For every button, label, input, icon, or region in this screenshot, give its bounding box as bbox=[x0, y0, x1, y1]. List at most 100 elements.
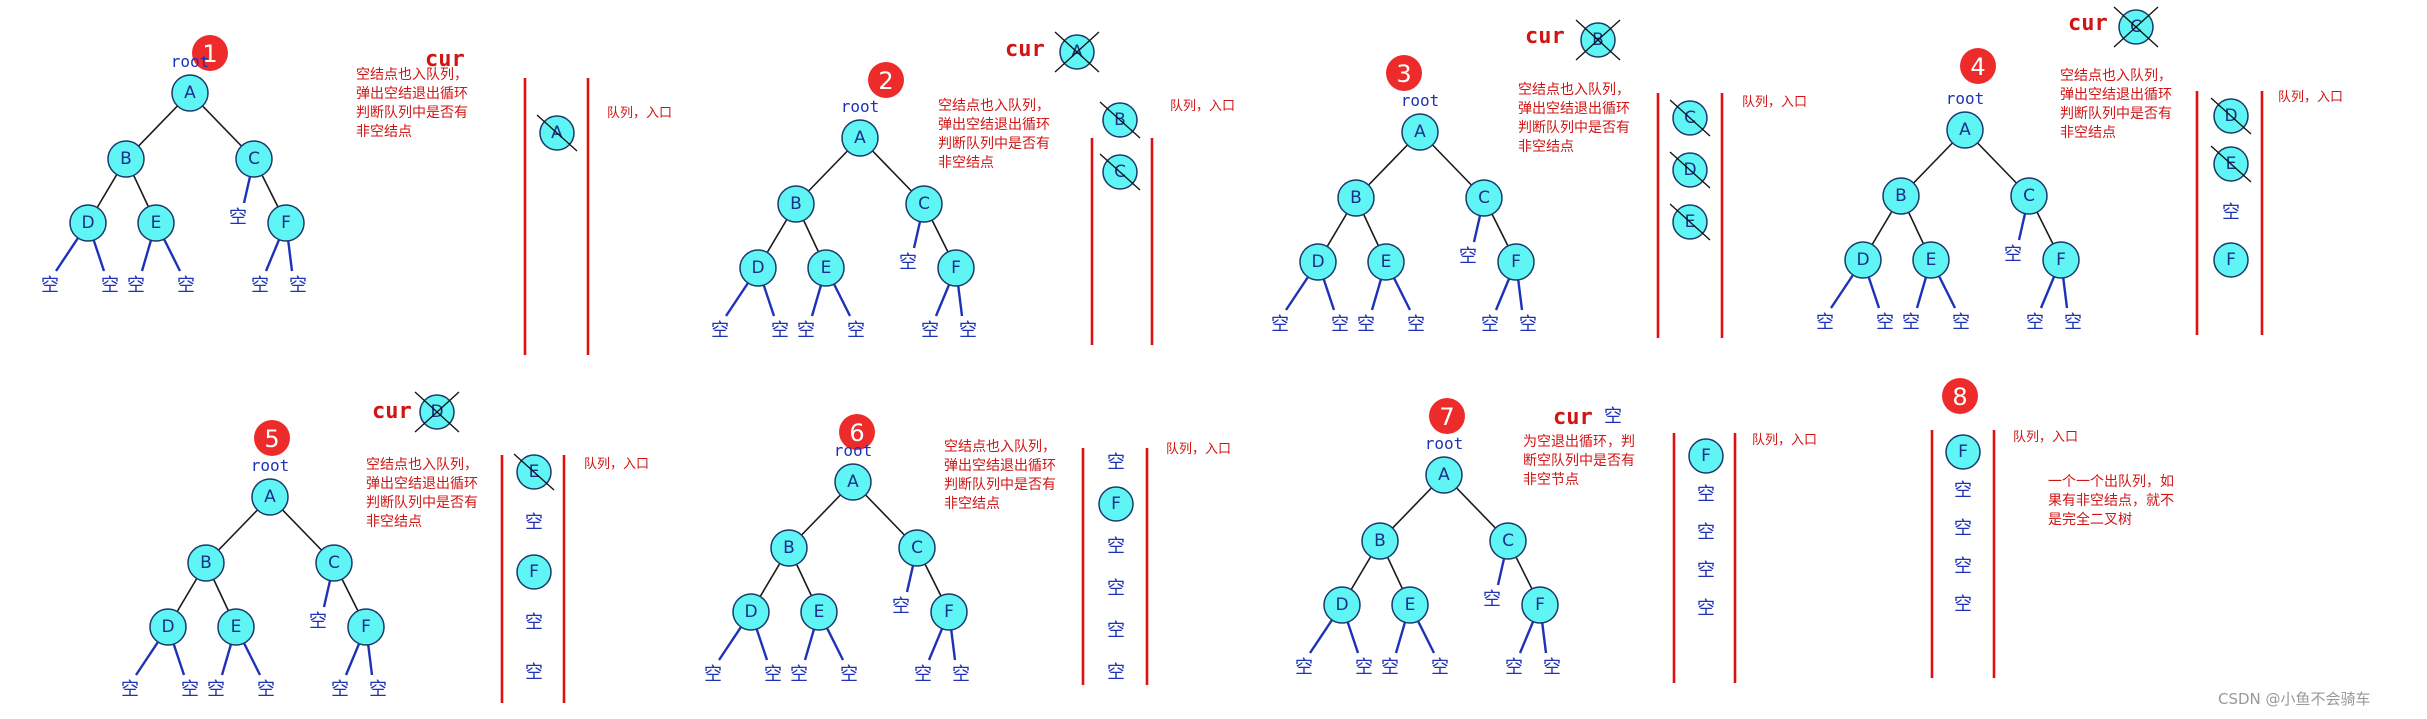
queue-node: F bbox=[2213, 242, 2249, 278]
annotation-line: 弹出空结退出循环 bbox=[2060, 87, 2172, 103]
null-leaf: 空 bbox=[921, 320, 939, 341]
queue-null: 空 bbox=[1107, 452, 1125, 473]
annotation-line: 判断队列中是否有 bbox=[2060, 106, 2172, 122]
tree-node-A: A bbox=[841, 119, 879, 157]
annotation-line: 为空退出循环，判 bbox=[1523, 434, 1635, 450]
tree-node-D: D bbox=[732, 593, 770, 631]
tree-node-A: A bbox=[1425, 456, 1463, 494]
tree-node-A: A bbox=[1946, 111, 1984, 149]
tree-node-A: A bbox=[834, 463, 872, 501]
root-label: root bbox=[841, 97, 880, 116]
null-leaf: 空 bbox=[1331, 314, 1349, 335]
step-number: 7 bbox=[1439, 403, 1454, 431]
node-label: D bbox=[161, 617, 174, 637]
node-label: D bbox=[1311, 252, 1324, 272]
cross-mark bbox=[1669, 99, 1711, 137]
null-leaf: 空 bbox=[899, 252, 917, 273]
null-leaf: 空 bbox=[952, 664, 970, 685]
null-leaf: 空 bbox=[790, 664, 808, 685]
annotation-line: 判断队列中是否有 bbox=[938, 136, 1050, 152]
null-leaf: 空 bbox=[1483, 589, 1501, 610]
tree-node-A: A bbox=[251, 478, 289, 516]
null-leaf: 空 bbox=[1505, 657, 1523, 678]
node-label: F bbox=[2056, 250, 2066, 270]
tree-node-B: B bbox=[777, 185, 815, 223]
annotation-line: 非空结点 bbox=[356, 124, 412, 140]
null-leaf: 空 bbox=[1407, 314, 1425, 335]
root-label: root bbox=[1425, 434, 1464, 453]
null-leaf: 空 bbox=[2004, 244, 2022, 265]
cross-mark bbox=[1099, 153, 1141, 191]
annotation-line: 弹出空结退出循环 bbox=[366, 476, 478, 492]
step-badge: 6 bbox=[839, 414, 875, 450]
queue-null: 空 bbox=[525, 512, 543, 533]
tree-node-C: C bbox=[2010, 177, 2048, 215]
queue-null: 空 bbox=[2222, 202, 2240, 223]
annotation-line: 非空结点 bbox=[366, 514, 422, 530]
null-leaf: 空 bbox=[369, 679, 387, 700]
step-badge: 3 bbox=[1386, 55, 1422, 91]
null-leaf: 空 bbox=[1459, 246, 1477, 267]
cross-mark bbox=[1669, 203, 1711, 241]
cur-label: cur bbox=[1525, 24, 1565, 49]
step-badge: 2 bbox=[868, 62, 904, 98]
annotation-line: 判断队列中是否有 bbox=[944, 477, 1056, 493]
tree-node-F: F bbox=[937, 249, 975, 287]
panel-step-3: 3空空空空空空空rootABCDEFcurB空结点也入队列，弹出空结退出循环判断… bbox=[1271, 19, 1807, 338]
node-label: A bbox=[847, 472, 859, 492]
cur-label: cur bbox=[425, 47, 465, 72]
null-leaf: 空 bbox=[177, 275, 195, 296]
queue-entry-label: 队列，入口 bbox=[1752, 433, 1817, 448]
node-label: D bbox=[751, 258, 764, 278]
cur-label: cur bbox=[1005, 37, 1045, 62]
tree-node-F: F bbox=[2042, 241, 2080, 279]
queue-node-label: F bbox=[1111, 494, 1121, 514]
node-label: B bbox=[200, 553, 212, 573]
null-leaf: 空 bbox=[251, 275, 269, 296]
tree-node-E: E bbox=[1391, 586, 1429, 624]
root-label: root bbox=[1401, 91, 1440, 110]
node-label: E bbox=[151, 213, 162, 233]
queue-null: 空 bbox=[525, 612, 543, 633]
root-label: root bbox=[1946, 89, 1985, 108]
cross-mark bbox=[2210, 97, 2252, 135]
annotation-line: 弹出空结退出循环 bbox=[356, 86, 468, 102]
node-label: F bbox=[1535, 595, 1545, 615]
tree-node-C: C bbox=[905, 185, 943, 223]
node-label: F bbox=[281, 213, 291, 233]
tree-node-E: E bbox=[1912, 241, 1950, 279]
tree-node-E: E bbox=[137, 204, 175, 242]
node-label: A bbox=[1959, 120, 1971, 140]
queue-node: F bbox=[516, 554, 552, 590]
annotation-line: 弹出空结退出循环 bbox=[944, 458, 1056, 474]
cur-value: 空 bbox=[1604, 406, 1622, 427]
annotation-line: 判断队列中是否有 bbox=[366, 495, 478, 511]
queue-null: 空 bbox=[525, 662, 543, 683]
queue-entry-label: 队列，入口 bbox=[584, 457, 649, 472]
tree-node-D: D bbox=[1299, 243, 1337, 281]
annotation-line: 判断队列中是否有 bbox=[1518, 120, 1630, 136]
null-leaf: 空 bbox=[1543, 657, 1561, 678]
queue-node-label: F bbox=[2226, 250, 2236, 270]
annotation-line: 非空结点 bbox=[938, 155, 994, 171]
queue-null: 空 bbox=[1107, 662, 1125, 683]
queue-node: F bbox=[1945, 434, 1981, 470]
node-label: F bbox=[944, 602, 954, 622]
annotation-line: 断空队列中是否有 bbox=[1523, 453, 1635, 469]
panel-step-5: 5空空空空空空空rootABCDEFcurD空结点也入队列，弹出空结退出循环判断… bbox=[121, 391, 649, 703]
node-label: C bbox=[248, 149, 260, 169]
cur-label: cur bbox=[1553, 405, 1593, 430]
null-leaf: 空 bbox=[257, 679, 275, 700]
tree-node-D: D bbox=[1323, 586, 1361, 624]
cross-mark bbox=[1054, 31, 1100, 73]
queue-entry-label: 队列，入口 bbox=[607, 106, 672, 121]
annotation-line: 空结点也入队列， bbox=[1518, 82, 1630, 98]
node-label: B bbox=[120, 149, 132, 169]
node-label: C bbox=[918, 194, 930, 214]
node-label: D bbox=[1856, 250, 1869, 270]
node-label: A bbox=[1414, 122, 1426, 142]
node-label: B bbox=[1895, 186, 1907, 206]
